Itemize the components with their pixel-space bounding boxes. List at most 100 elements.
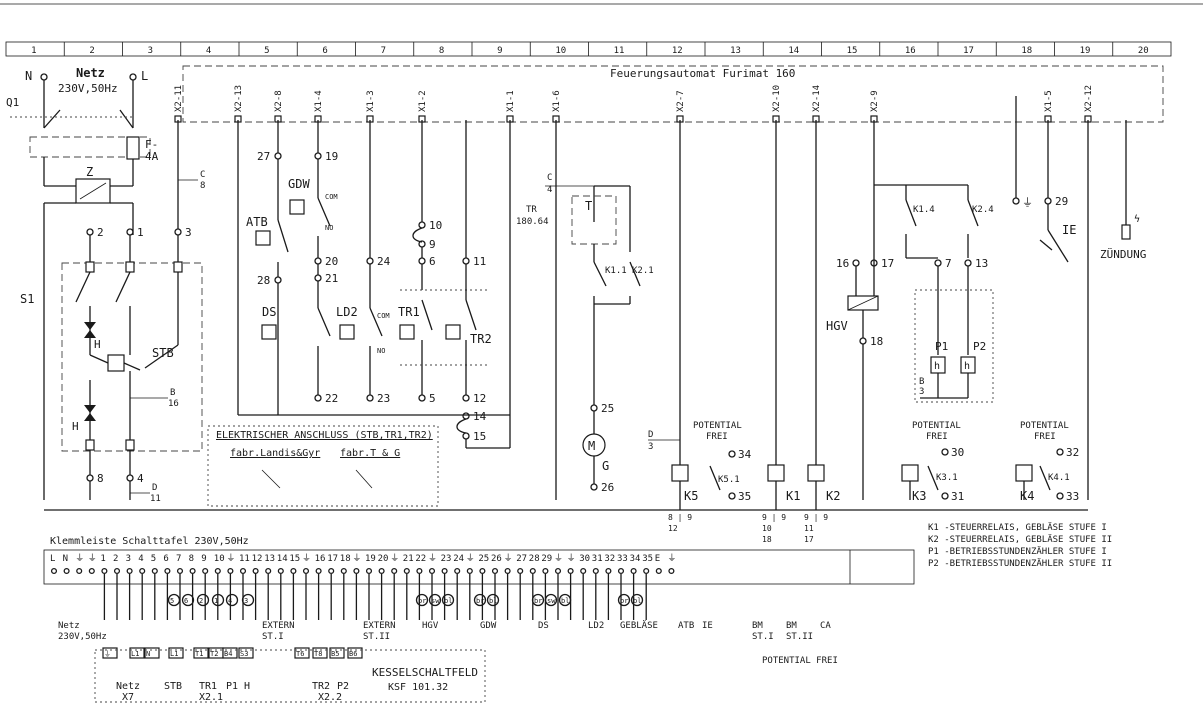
strip-terminal-screw	[277, 567, 284, 575]
svg-text:D: D	[648, 430, 653, 440]
ie-label: IE	[1062, 223, 1076, 237]
s1-stb-section: 2 1 3 S1 H STB H 8 4	[20, 120, 205, 504]
svg-text:h: h	[964, 361, 970, 372]
strip-terminal-screw	[302, 567, 310, 575]
strip-terminal-label: 31	[592, 554, 603, 564]
x-terminal-label: X2-14	[812, 85, 822, 112]
strip-terminal-screw	[290, 567, 297, 575]
strip-terminal-label: ⏚	[302, 553, 311, 564]
grid-column-label: 2	[89, 46, 94, 56]
strip-terminal-label: 7	[176, 554, 181, 564]
wire-color-label: 1	[214, 597, 218, 605]
svg-text:FREI: FREI	[1034, 432, 1056, 442]
svg-text:4: 4	[547, 185, 552, 195]
strip-terminal-screw	[504, 567, 511, 575]
strip-terminal-screw	[655, 567, 662, 575]
svg-text:8: 8	[97, 472, 104, 485]
x-terminal-label: X1-5	[1044, 90, 1054, 112]
tr1-label: TR1	[398, 305, 420, 319]
strip-group-label: BM	[752, 621, 763, 631]
k1-coil	[767, 464, 785, 482]
k4-label: K4	[1020, 489, 1034, 503]
x-terminal-label: X1-1	[506, 90, 516, 112]
wire-color-label: sw	[431, 597, 440, 605]
strip-terminal-screw	[630, 567, 637, 575]
svg-text:10: 10	[429, 219, 442, 232]
gdw-label: GDW	[288, 177, 310, 191]
svg-text:FREI: FREI	[926, 432, 948, 442]
x-terminal-label: X2-12	[1084, 85, 1094, 112]
wire-color-badge	[558, 593, 572, 607]
k3-coil	[901, 464, 919, 482]
strip-terminal-screw	[479, 567, 486, 575]
svg-text:NO: NO	[325, 224, 333, 232]
z-label: Z	[86, 165, 93, 179]
strip-terminal-label: 13	[264, 554, 275, 564]
strip-terminal-screw	[315, 567, 322, 575]
grid-column-label: 12	[672, 46, 683, 56]
wire-color-label: br	[534, 597, 542, 605]
strip-group-label: DS	[538, 621, 549, 631]
strip-terminal-screw	[340, 567, 347, 575]
svg-text:COM: COM	[377, 312, 390, 320]
svg-text:8: 8	[200, 181, 205, 191]
svg-text:7: 7	[945, 257, 952, 270]
svg-text:16: 16	[168, 399, 179, 409]
g-label: G	[602, 459, 609, 473]
wire-color-badge	[544, 593, 558, 607]
strip-terminal-screw	[202, 567, 209, 575]
x-terminal-label: X1-2	[418, 90, 428, 112]
wire-color-label: 6	[184, 597, 188, 605]
svg-text:9: 9	[429, 238, 436, 251]
strip-terminal-screw	[391, 567, 398, 575]
strip-terminal-label: 15	[289, 554, 300, 564]
svg-text:11: 11	[804, 524, 814, 533]
strip-terminal-screw	[164, 567, 171, 575]
strip-terminal-screw	[328, 567, 335, 575]
earth-symbol: ⏚	[1022, 196, 1033, 209]
svg-text:16: 16	[836, 257, 849, 270]
kessel-pin-label: B4	[224, 650, 232, 658]
strip-terminal-label: E	[655, 554, 660, 564]
switch-housing	[29, 136, 151, 158]
strip-terminal-label: 11	[239, 554, 250, 564]
strip-terminal-screw	[668, 567, 675, 575]
strip-group-label: HGV	[422, 621, 439, 631]
svg-text:3: 3	[648, 442, 653, 452]
tr-name: TR	[526, 205, 537, 215]
kessel-pin-label: B5	[331, 650, 339, 658]
wire-color-badge	[415, 593, 429, 607]
svg-text:4: 4	[137, 472, 144, 485]
motor-section: C 4 T TR 180.64 K1.1 K2.1 25 M G 26	[516, 120, 654, 500]
svg-text:FREI: FREI	[706, 432, 728, 442]
strip-group-label: Netz	[58, 621, 80, 631]
wire-color-label: bl	[489, 597, 497, 605]
h-label-1: H	[94, 338, 101, 351]
strip-terminal-screw	[378, 567, 385, 575]
strip-terminal-screw	[428, 567, 436, 575]
strip-terminal-label: 10	[214, 554, 225, 564]
k24-label: K2.4	[972, 205, 994, 215]
grid-column-label: 6	[322, 46, 327, 56]
wire-color-label: br	[476, 597, 484, 605]
tr2-label: TR2	[470, 332, 492, 346]
svg-text:23: 23	[377, 392, 390, 405]
svg-text:26: 26	[601, 481, 614, 494]
strip-terminal-screw	[529, 567, 536, 575]
strip-terminal-label: 21	[403, 554, 414, 564]
strip-group-sub: ST.II	[363, 632, 390, 642]
svg-text:NO: NO	[377, 347, 385, 355]
strip-terminal-screw	[466, 567, 473, 575]
svg-text:5: 5	[429, 392, 436, 405]
k1-label: K1	[786, 489, 800, 503]
strip-terminal-screw	[617, 567, 625, 575]
strip-terminal-label: 4	[138, 554, 143, 564]
svg-text:12: 12	[473, 392, 486, 405]
svg-text:18: 18	[762, 535, 772, 544]
strip-terminal-label: 30	[579, 554, 590, 564]
hgv-label: HGV	[826, 319, 848, 333]
ignition-section: ⏚ 29 IE ϟ ZÜNDUNG	[1012, 96, 1146, 500]
wire-color-badge	[211, 593, 225, 607]
svg-text:28: 28	[257, 274, 270, 287]
